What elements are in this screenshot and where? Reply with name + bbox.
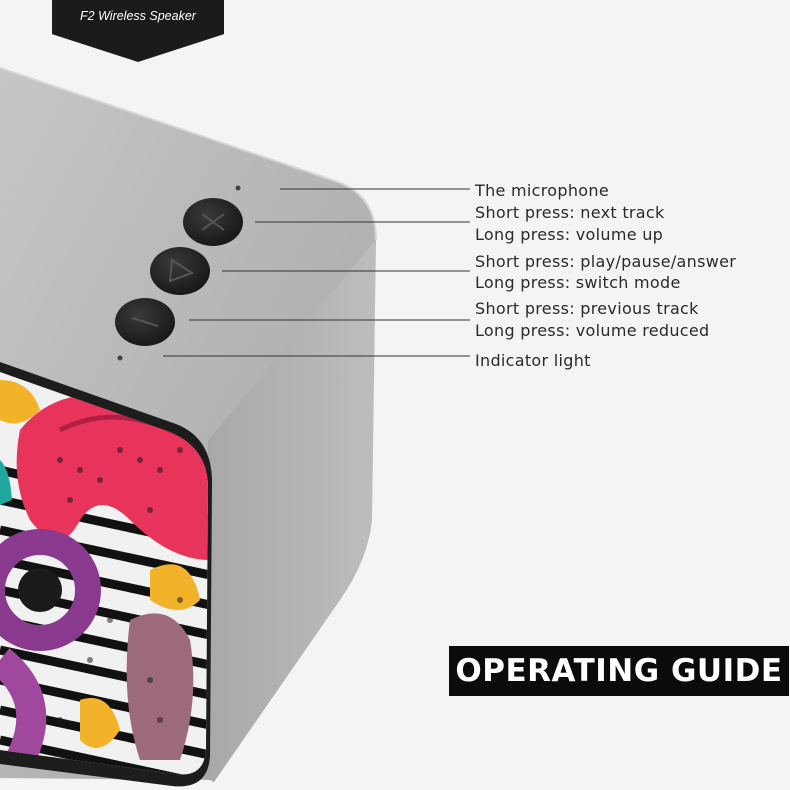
plus-button[interactable] bbox=[183, 198, 243, 246]
microphone-label: The microphone bbox=[475, 181, 609, 200]
play-icon bbox=[168, 258, 195, 283]
plus-long-press-label: Long press: volume up bbox=[475, 225, 664, 244]
front-artwork bbox=[0, 372, 208, 775]
microphone-hole bbox=[235, 185, 241, 191]
speaker-side-face bbox=[206, 240, 376, 782]
minus-short-press-label: Short press: previous track bbox=[475, 299, 699, 318]
product-tag-text: F2 Wireless Speaker bbox=[80, 9, 196, 23]
minus-long-press-label: Long press: volume reduced bbox=[475, 321, 710, 340]
plus-short-press-label: Short press: next track bbox=[475, 203, 665, 222]
indicator-light bbox=[117, 355, 123, 361]
play-long-press-label: Long press: switch mode bbox=[475, 273, 681, 292]
plus-icon bbox=[201, 213, 225, 231]
play-button[interactable] bbox=[150, 247, 210, 295]
play-short-press-label: Short press: play/pause/answer bbox=[475, 252, 737, 271]
indicator-light-label: Indicator light bbox=[475, 351, 591, 370]
minus-button[interactable] bbox=[115, 298, 175, 346]
minus-icon bbox=[131, 317, 159, 327]
operating-guide-banner: OPERATING GUIDE bbox=[449, 646, 789, 696]
